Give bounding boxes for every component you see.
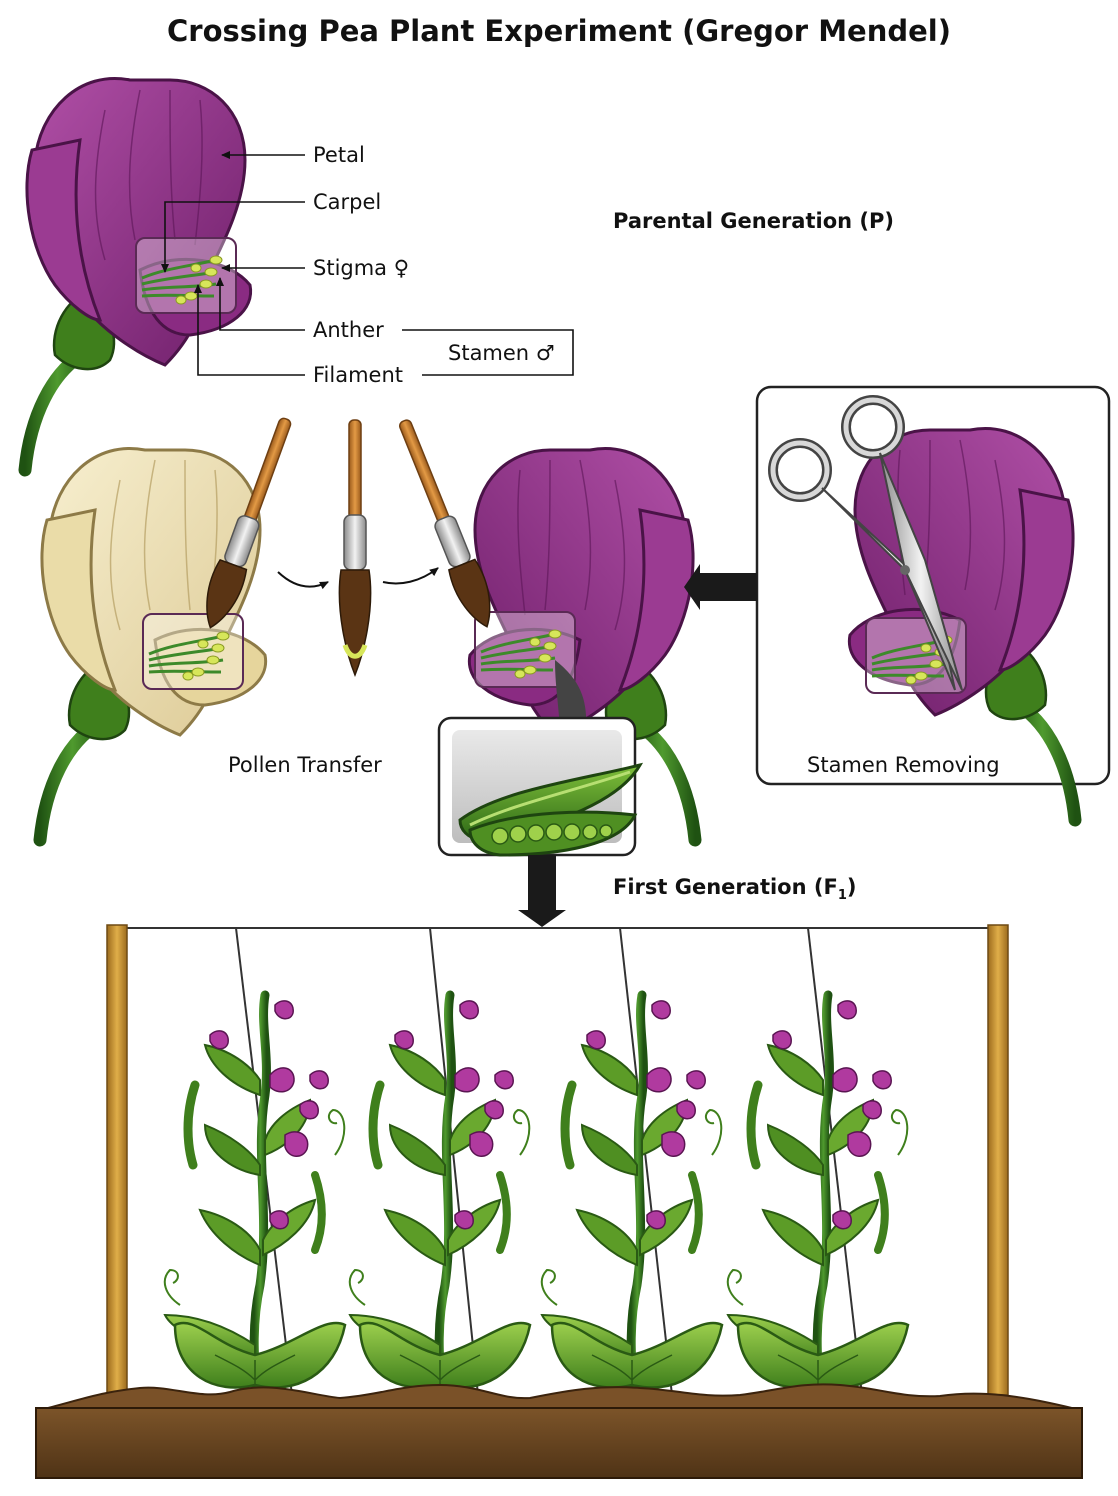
label-stamen-text: Stamen	[448, 341, 530, 365]
anther-leader	[216, 277, 305, 331]
label-carpel: Carpel	[313, 190, 382, 214]
label-anther: Anther	[313, 318, 384, 342]
anatomy-leader-lines	[161, 151, 574, 376]
label-petal: Petal	[313, 143, 365, 167]
soil-mounds	[39, 1383, 1081, 1411]
label-stigma: Stigma ♀	[313, 256, 409, 280]
transfer-arrow-2	[382, 567, 439, 585]
transfer-arrow-1	[277, 571, 329, 590]
soil-bed	[35, 1407, 1083, 1479]
paintbrush-icon-left	[206, 417, 292, 629]
to-first-generation-arrow	[518, 855, 566, 927]
pea-pod-icon	[458, 763, 642, 857]
stamen-bracket	[402, 329, 574, 376]
right-post	[987, 924, 1009, 1396]
anatomy-flower	[25, 76, 253, 470]
diagram-title: Crossing Pea Plant Experiment (Gregor Me…	[166, 14, 951, 48]
carpel-leader	[161, 201, 305, 273]
label-first-generation: First Generation (F1)	[613, 875, 856, 903]
filament-leader	[194, 284, 305, 376]
label-parental-generation: Parental Generation (P)	[613, 209, 894, 233]
label-first-generation-sub: 1	[837, 888, 847, 904]
label-first-generation-suffix: )	[846, 875, 857, 899]
left-post	[106, 924, 128, 1396]
scissors-icon	[768, 395, 963, 691]
male-symbol-icon: ♂	[535, 341, 555, 365]
paintbrush-icon-right	[399, 419, 491, 628]
female-symbol-icon: ♀	[393, 256, 410, 280]
label-first-generation-prefix: First Generation (F	[613, 875, 838, 899]
label-stigma-text: Stigma	[313, 256, 388, 280]
label-stamen-removing: Stamen Removing	[807, 753, 1000, 777]
removing-to-transfer-arrow	[684, 564, 757, 610]
label-stamen: Stamen ♂	[448, 341, 555, 365]
paintbrush-icon-middle	[338, 419, 372, 678]
donor-flower	[40, 446, 268, 840]
label-filament: Filament	[313, 363, 404, 387]
label-pollen-transfer: Pollen Transfer	[228, 753, 382, 777]
